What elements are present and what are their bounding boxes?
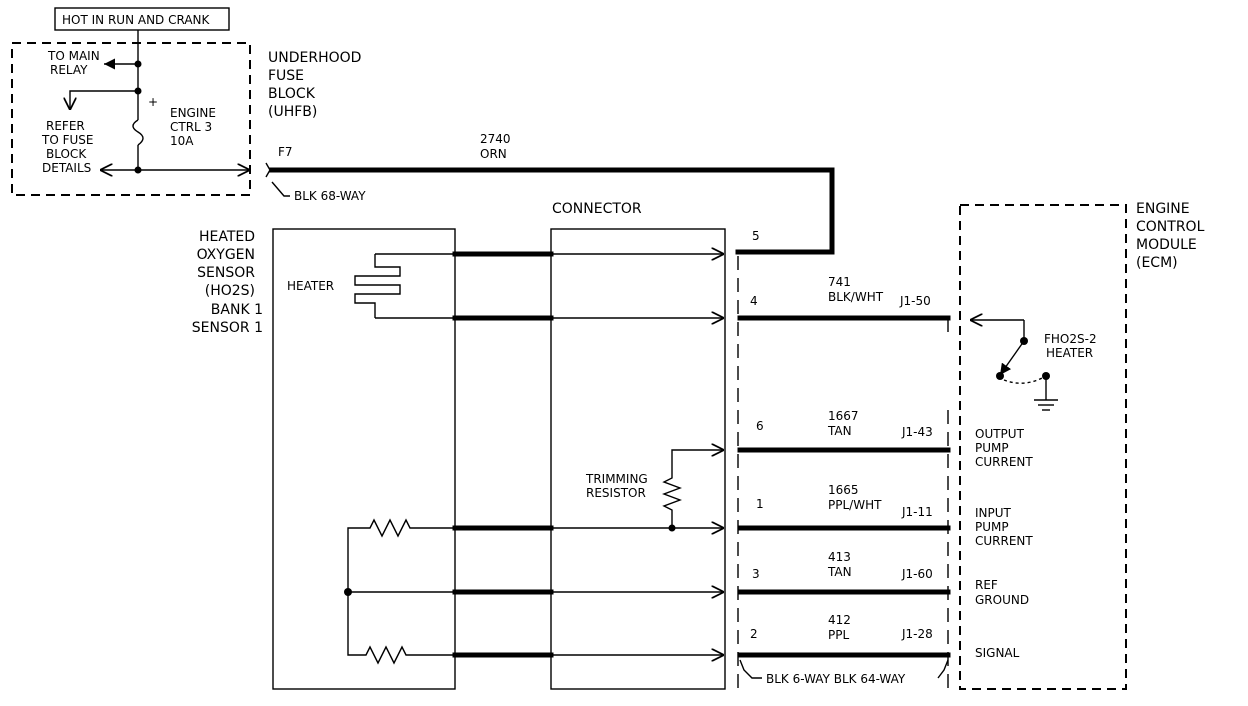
switch-label-1: FHO2S-2 [1044, 332, 1097, 346]
terminal-f7: F7 [278, 145, 293, 159]
output-pump-3: CURRENT [975, 455, 1033, 469]
pin-4-color: BLK/WHT [828, 290, 884, 304]
pin-2-circuit: 412 [828, 613, 851, 627]
pin-5-number: 5 [752, 229, 760, 243]
refer-arrow [70, 90, 138, 110]
pin-row-2: 2 412 PPL J1-28 [737, 613, 951, 658]
refer-4: DETAILS [42, 161, 91, 175]
hot-in-run-crank-label: HOT IN RUN AND CRANK [62, 13, 211, 27]
output-pump-1: OUTPUT [975, 427, 1025, 441]
pin-4-ecm: J1-50 [899, 294, 931, 308]
bottom-connector-label: BLK 6-WAY BLK 64-WAY [766, 672, 906, 686]
fuse-label-1: ENGINE [170, 106, 216, 120]
hot-in-run-crank-box: HOT IN RUN AND CRANK [54, 7, 230, 31]
trimming-resistor-1: TRIMMING [585, 472, 648, 486]
sensor-title-2: OXYGEN [197, 247, 255, 263]
input-pump-3: CURRENT [975, 534, 1033, 548]
switch-arc [1003, 375, 1047, 384]
sensor-splice-dot [344, 588, 352, 596]
pin-6-circuit: 1667 [828, 409, 859, 423]
pin-3-circuit: 413 [828, 550, 851, 564]
uhfb-title-2: FUSE [268, 68, 304, 84]
pin-2-ecm: J1-28 [901, 627, 933, 641]
ground-icon [1034, 399, 1058, 411]
pin-row-1: 1 1665 PPL/WHT J1-11 [737, 483, 951, 531]
output-pump-2: PUMP [975, 441, 1009, 455]
blk68-leader [271, 181, 290, 197]
ecm-title-4: (ECM) [1136, 255, 1178, 271]
to-main-relay-2: RELAY [50, 63, 88, 77]
pin-row-4: 4 741 BLK/WHT J1-50 [737, 275, 951, 321]
pin-6-ecm: J1-43 [901, 425, 933, 439]
pin-1-number: 1 [756, 497, 764, 511]
signal-label: SIGNAL [975, 646, 1020, 660]
bottom-label-leader-left [739, 659, 762, 679]
pin-4-circuit: 741 [828, 275, 851, 289]
switch-blade [999, 340, 1025, 376]
pin-1-ecm: J1-11 [901, 505, 933, 519]
switch-pivot [996, 372, 1004, 380]
bottom-label-leader-right [937, 659, 949, 679]
pin-4-number: 4 [750, 294, 758, 308]
heater-label: HEATER [287, 279, 334, 293]
uhfb-title-1: UNDERHOOD [268, 50, 361, 66]
pin-1-color: PPL/WHT [828, 498, 882, 512]
ref-ground-1: REF [975, 578, 998, 592]
ecm-title-3: MODULE [1136, 237, 1197, 253]
ho2s-sensor: HEATED OXYGEN SENSOR (HO2S) BANK 1 SENSO… [192, 228, 456, 690]
fuse-plus: + [148, 95, 158, 109]
pin-row-3: 3 413 TAN J1-60 [737, 550, 951, 595]
ref-ground-2: GROUND [975, 593, 1029, 607]
pin-3-color: TAN [827, 565, 852, 579]
ecm-title-2: CONTROL [1136, 219, 1205, 235]
uhfb-title-3: BLOCK [268, 86, 316, 102]
pin-2-number: 2 [750, 627, 758, 641]
sensor-title-1: HEATED [199, 229, 255, 245]
refer-1: REFER [46, 119, 85, 133]
pin-3-ecm: J1-60 [901, 567, 933, 581]
pin-6-number: 6 [756, 419, 764, 433]
sensor-title-3: SENSOR [197, 265, 255, 281]
to-main-relay-1: TO MAIN [47, 49, 100, 63]
heater-element [354, 254, 401, 318]
ecm-title-1: ENGINE [1136, 201, 1190, 217]
circuit-2740: 2740 [480, 132, 511, 146]
trimming-resistor [662, 450, 724, 528]
fuse-symbol [132, 119, 144, 146]
refer-3: BLOCK [46, 147, 87, 161]
pin-6-color: TAN [827, 424, 852, 438]
connector-title: CONNECTOR [552, 201, 642, 217]
sensor-title-5: BANK 1 [211, 302, 263, 318]
uhfb-title-4: (UHFB) [268, 104, 317, 120]
trimming-resistor-2: RESISTOR [586, 486, 646, 500]
pin-row-5: 5 [752, 229, 760, 243]
fuse-label-3: 10A [170, 134, 194, 148]
wire-color-orn: ORN [480, 147, 507, 161]
pin-row-6: 6 1667 TAN J1-43 [737, 409, 951, 453]
harness-wires [452, 254, 724, 655]
input-pump-1: INPUT [975, 506, 1012, 520]
sensor-title-4: (HO2S) [205, 283, 255, 299]
refer-2: TO FUSE [41, 133, 93, 147]
pin-1-circuit: 1665 [828, 483, 859, 497]
pin-2-color: PPL [828, 628, 849, 642]
fuse-label-2: CTRL 3 [170, 120, 212, 134]
f7-terminal-mark [265, 162, 271, 178]
input-pump-2: PUMP [975, 520, 1009, 534]
connector-block: CONNECTOR TRIMMING RESISTOR [550, 201, 726, 690]
sensor-title-6: SENSOR 1 [192, 320, 263, 336]
switch-label-2: HEATER [1046, 346, 1093, 360]
ecm-module: ENGINE CONTROL MODULE (ECM) FHO2S-2 HEAT… [959, 201, 1205, 690]
blk-68-way-label: BLK 68-WAY [294, 189, 366, 203]
wire-2740-orn [269, 167, 835, 255]
pin-3-number: 3 [752, 567, 760, 581]
underhood-fuse-block: UNDERHOOD FUSE BLOCK (UHFB) TO MAIN RELA… [11, 30, 361, 196]
